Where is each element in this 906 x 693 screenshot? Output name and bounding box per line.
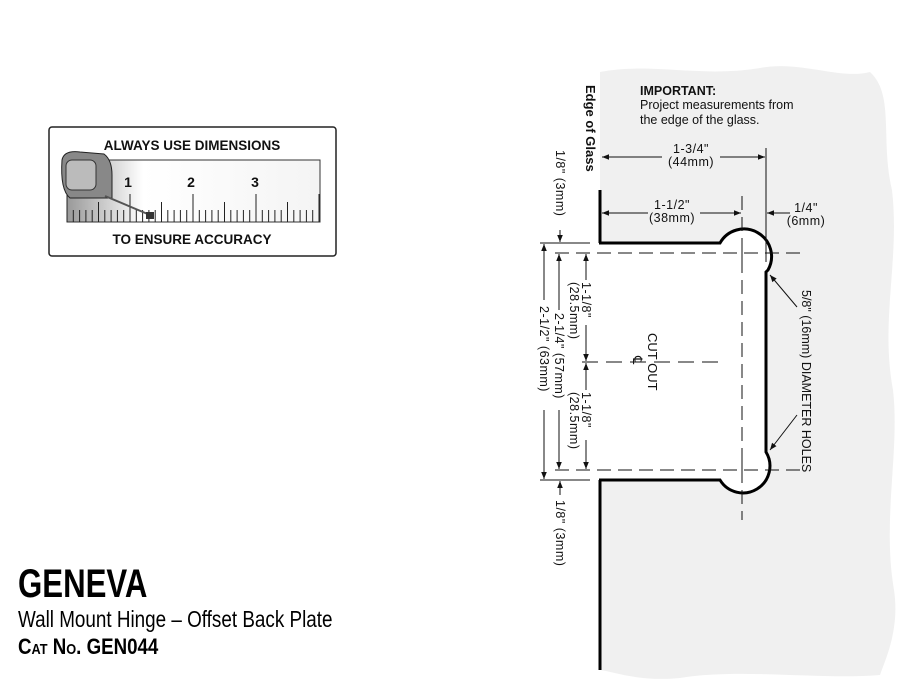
dim-1-4: 1/4" (794, 201, 818, 215)
edge-of-glass-label: Edge of Glass (583, 85, 598, 172)
svg-text:the edge of the glass.: the edge of the glass. (640, 113, 760, 127)
svg-text:3: 3 (251, 174, 259, 190)
holes-label: 5/8" (16mm) DIAMETER HOLES (799, 290, 813, 472)
product-title-block: GENEVA Wall Mount Hinge – Offset Back Pl… (18, 562, 402, 662)
glass-cutout (598, 190, 774, 670)
svg-text:ALWAYS USE DIMENSIONS: ALWAYS USE DIMENSIONS (104, 138, 281, 153)
dim-bottom-1-8: 1/8" (3mm) (553, 500, 567, 566)
svg-text:2: 2 (187, 174, 195, 190)
tape-measure-icon (61, 151, 154, 219)
catalog-number: Cat No. GEN044 (18, 632, 344, 662)
dim-1-3-4-mm: (44mm) (668, 155, 714, 169)
svg-text:IMPORTANT:: IMPORTANT: (640, 84, 716, 98)
dim-1-1-2-mm: (38mm) (649, 211, 695, 225)
dim-2-1-4: 2-1/4" (57mm) (552, 313, 566, 399)
dim-1-1-8-a-mm: (28.5mm) (567, 282, 581, 339)
dim-1-1-8-a: 1-1/8" (579, 282, 593, 318)
dim-1-3-4: 1-3/4" (673, 142, 709, 156)
dim-1-1-8-b-mm: (28.5mm) (567, 392, 581, 449)
svg-text:1: 1 (124, 174, 132, 190)
svg-text:TO ENSURE ACCURACY: TO ENSURE ACCURACY (112, 232, 271, 247)
product-subtitle: Wall Mount Hinge – Offset Back Plate (18, 606, 333, 632)
cat-number: GEN044 (86, 634, 159, 659)
important-note: IMPORTANT: Project measurements from the… (640, 84, 794, 127)
dim-1-4-mm: (6mm) (787, 214, 826, 228)
dim-top-1-8: 1/8" (3mm) (553, 150, 567, 216)
centerline-symbol: ℄ (630, 355, 645, 365)
dim-1-1-2: 1-1/2" (654, 198, 690, 212)
dim-1-1-8-b: 1-1/8" (579, 392, 593, 428)
cutout-label: CUT OUT (645, 333, 660, 391)
cat-prefix: Cat No. (18, 634, 82, 659)
measurement-callout: ALWAYS USE DIMENSIONS TO ENSURE ACCURACY… (48, 126, 337, 257)
svg-text:Project measurements from: Project measurements from (640, 98, 794, 112)
dim-2-1-2: 2-1/2" (63mm) (537, 306, 551, 392)
product-name: GENEVA (18, 562, 148, 606)
